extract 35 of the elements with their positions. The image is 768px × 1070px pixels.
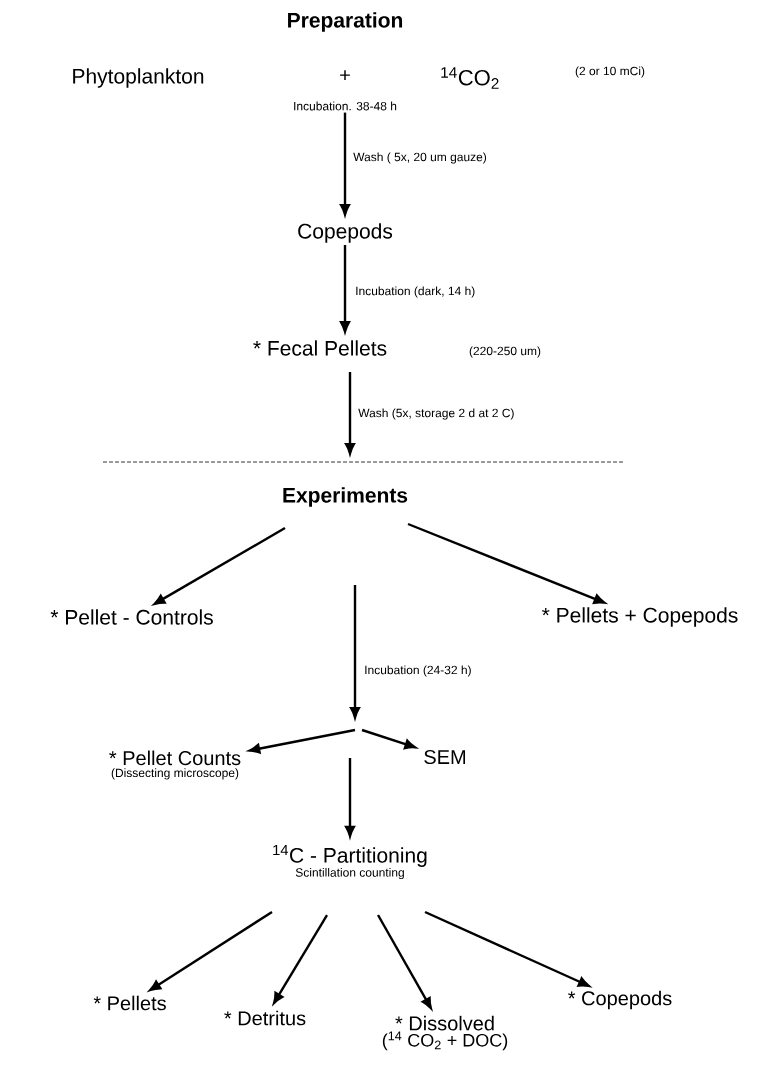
arrow bbox=[153, 526, 286, 605]
step-label: * Pellets + Copepods bbox=[542, 607, 738, 627]
step-label: $^{14}$C - Partitioning Scintillation counting bbox=[273, 844, 427, 880]
arrow bbox=[339, 245, 351, 333]
step-label: * Pellet - Controls bbox=[50, 609, 213, 625]
step-label: SEM bbox=[424, 749, 466, 765]
section-heading: Experiments bbox=[283, 487, 408, 507]
step-label: * Pellet Counts (Dissecting microscope) bbox=[109, 750, 241, 780]
step-label: * Dissolved ($^{14}$ CO$_{2}$ + DOC) bbox=[382, 1015, 508, 1051]
arrow bbox=[273, 914, 329, 1004]
step-label: * Copepods bbox=[568, 990, 672, 1010]
edge-label: Incubation (24-32 h) bbox=[363, 664, 473, 678]
arrow bbox=[344, 758, 356, 838]
edge-label: Incubation (dark, 14 h) bbox=[354, 285, 477, 299]
arrow bbox=[424, 910, 590, 987]
label-text: Phytoplankton bbox=[73, 68, 204, 88]
arrow bbox=[339, 112, 351, 216]
step-label: * Fecal Pellets bbox=[253, 340, 387, 356]
arrow bbox=[349, 585, 361, 719]
arrow bbox=[344, 372, 356, 455]
edge-label: Wash (5x, storage 2 d at 2 C) bbox=[357, 407, 516, 421]
section-heading: Preparation bbox=[288, 12, 403, 32]
arrow bbox=[376, 914, 432, 1010]
arrow bbox=[407, 522, 606, 604]
label-text: (2 or 10 mCi) bbox=[575, 66, 645, 78]
label-text: $^{14}$CO$_{2}$ bbox=[441, 67, 499, 89]
step-label: Incubation. 38-48 h bbox=[294, 101, 397, 111]
arrow bbox=[248, 728, 356, 754]
arrow bbox=[149, 911, 273, 992]
step-label: * Pellets bbox=[93, 995, 166, 1011]
edge-label: Wash ( 5x, 20 um gauze) bbox=[352, 151, 488, 165]
step-label: Copepods bbox=[298, 223, 393, 243]
label-text: + bbox=[340, 70, 350, 80]
step-label: * Detritus bbox=[224, 1010, 306, 1026]
node-caption: (220-250 um) bbox=[469, 346, 541, 358]
